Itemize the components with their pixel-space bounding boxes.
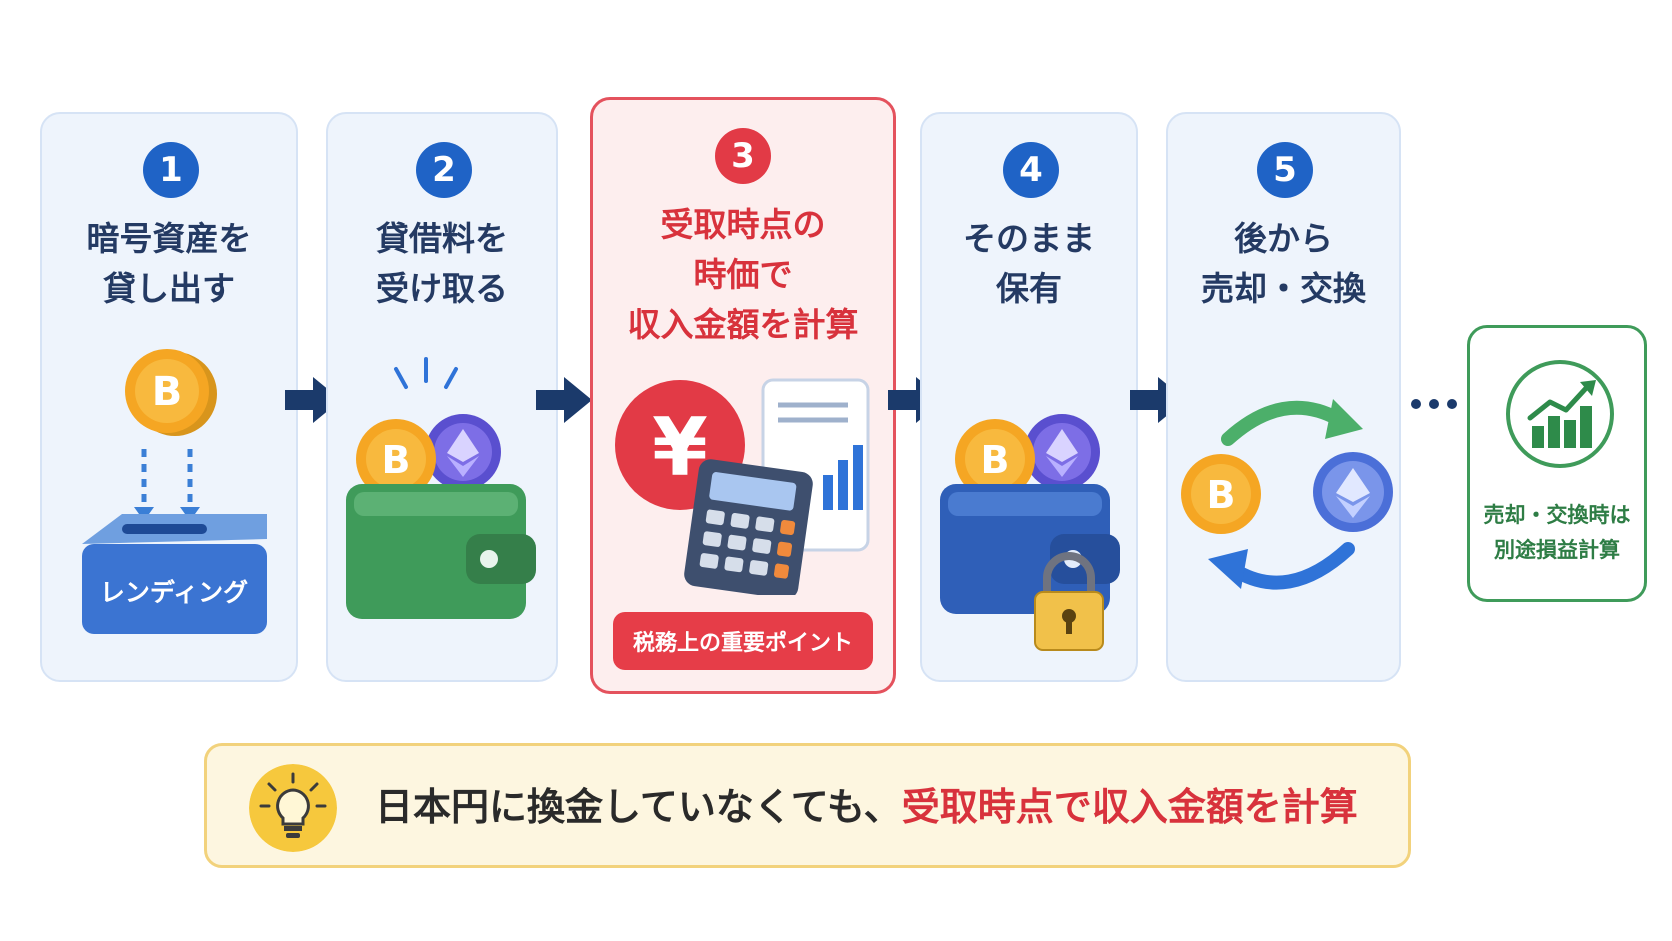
step-card-2: 2 貸借料を 受け取る B <box>326 112 558 682</box>
bitcoin-icon: B <box>356 419 436 499</box>
step-number-2: 2 <box>416 142 472 198</box>
ethereum-icon <box>425 414 501 490</box>
side-note-box: 売却・交換時は 別途損益計算 <box>1467 325 1647 602</box>
svg-text:B: B <box>1207 473 1236 517</box>
exchange-arrows-icon <box>1208 399 1363 590</box>
step-number-1: 1 <box>143 142 199 198</box>
lightbulb-icon <box>249 764 337 852</box>
svg-text:B: B <box>382 438 411 482</box>
tax-calc-illustration: ¥ <box>615 378 870 595</box>
arrow-right-icon <box>536 377 592 423</box>
step-title-2: 貸借料を 受け取る <box>376 219 508 308</box>
wallet-icon <box>940 484 1120 614</box>
step-title-4: そのまま 保有 <box>963 219 1095 308</box>
step-card-5: 5 後から 売却・交換 B <box>1166 112 1401 682</box>
ethereum-icon <box>1024 414 1100 490</box>
step-title-5: 後から 売却・交換 <box>1201 219 1366 308</box>
chart-up-icon <box>1506 360 1614 468</box>
calculator-icon <box>684 459 813 595</box>
summary-text-main: 日本円に換金していなくても、 <box>375 785 902 829</box>
ethereum-icon <box>1313 452 1393 532</box>
summary-text: 日本円に換金していなくても、受取時点で収入金額を計算 <box>375 776 1358 838</box>
exchange-illustration: B <box>1181 399 1393 590</box>
lending-box-illustration: B レンディング <box>82 349 267 634</box>
hold-wallet-illustration: B <box>940 414 1120 651</box>
step-number-5: 5 <box>1257 142 1313 198</box>
step-card-1: 1 暗号資産を 貸し出す B レンディング <box>40 112 298 682</box>
svg-text:B: B <box>981 438 1010 482</box>
step-number-3: 3 <box>715 128 771 184</box>
bitcoin-icon: B <box>1181 454 1261 534</box>
bitcoin-icon: B <box>955 419 1035 499</box>
bitcoin-icon: B <box>125 349 217 436</box>
tax-point-badge: 税務上の重要ポイント <box>613 612 873 670</box>
side-note-text: 売却・交換時は 別途損益計算 <box>1483 503 1631 562</box>
summary-banner: 日本円に換金していなくても、受取時点で収入金額を計算 <box>204 743 1411 868</box>
lock-icon <box>1034 552 1104 651</box>
lending-label: レンディング <box>100 578 248 607</box>
svg-text:B: B <box>152 369 183 415</box>
summary-text-emphasis: 受取時点で収入金額を計算 <box>901 785 1358 829</box>
continuation-dots <box>1411 399 1457 409</box>
step-number-4: 4 <box>1003 142 1059 198</box>
wallet-icon <box>346 484 536 619</box>
step-title-3: 受取時点の 時価で 収入金額を計算 <box>627 205 859 344</box>
step-card-4: 4 そのまま 保有 B <box>920 112 1138 682</box>
step-card-3: 3 受取時点の 時価で 収入金額を計算 ¥ 税務上の重要ポイント <box>590 97 896 694</box>
wallet-coins-illustration: B <box>346 357 536 619</box>
step-title-1: 暗号資産を 貸し出す <box>86 219 252 308</box>
